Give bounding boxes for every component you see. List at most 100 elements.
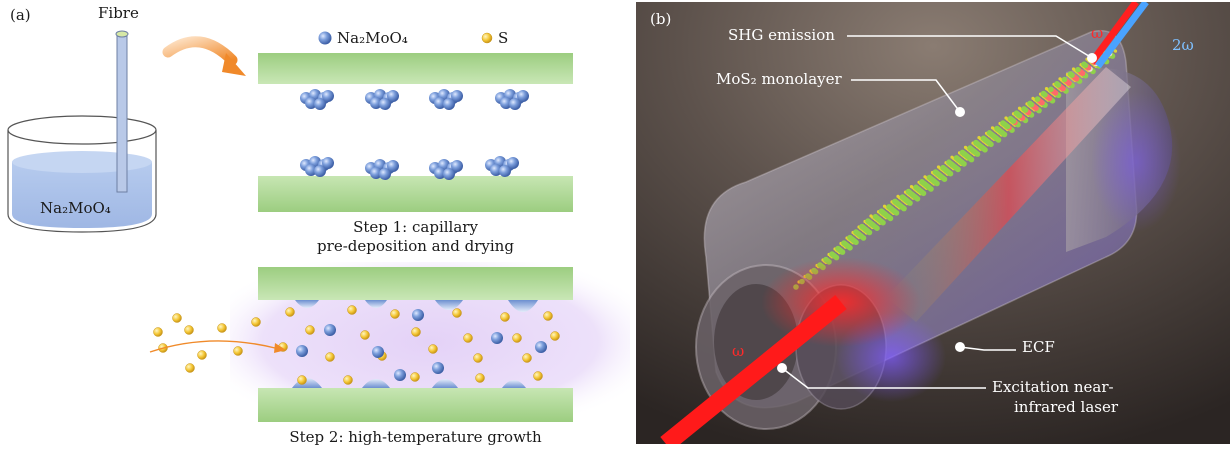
mos2-domain [508, 300, 538, 312]
na2moo4-particle [370, 167, 382, 179]
sulfur-particle [410, 372, 420, 382]
mos2-heat [886, 67, 1131, 322]
mo-atom [892, 198, 898, 205]
na2moo4-particle [491, 332, 503, 344]
mo-atom [1067, 71, 1074, 77]
step1-caption-line1: Step 1: capillary [353, 218, 478, 236]
laser-pointer [781, 367, 986, 389]
mo-atom [899, 194, 906, 200]
omega-top-label: ω [1091, 24, 1104, 42]
mo-atom [1061, 76, 1068, 83]
mo-atom [1027, 100, 1033, 107]
sulfur-particle [550, 331, 560, 341]
mos2-domain [432, 379, 458, 388]
mo-atom [829, 251, 835, 257]
na2moo4-particle [434, 167, 446, 179]
na2moo4-particle [509, 98, 521, 110]
na2moo4-particle [314, 98, 326, 110]
mo-atom [1040, 90, 1047, 97]
na2moo4-particle [432, 362, 444, 374]
panel-a-label: (a) [10, 6, 31, 24]
laser-dot [777, 363, 787, 373]
panel-a-illustration [7, 30, 630, 422]
mo-atom [1075, 66, 1081, 73]
na2moo4-particle [535, 341, 547, 353]
sulfur-particle [473, 353, 483, 363]
mo-atom [1013, 110, 1020, 116]
mo-atom [853, 229, 859, 235]
sulfur-particle [533, 371, 543, 381]
laser-beam [660, 295, 847, 444]
sulfur-particle [325, 352, 335, 362]
mo-atom [953, 155, 960, 161]
step2-particles [153, 305, 560, 385]
na2moo4-particle [322, 157, 334, 169]
output-beam-blue [1095, 2, 1149, 69]
mos2-pointer [851, 79, 961, 113]
na2moo4-particle [324, 324, 336, 336]
na2moo4-particle [305, 164, 317, 176]
step1-capillary [258, 53, 573, 212]
pointer-dots [777, 53, 1097, 373]
panel-a: (a) Fibre Na₂MoO₄ Na₂MoO₄ S Step 1: capi… [7, 4, 630, 446]
s-atom [936, 165, 941, 169]
mos2-domain [295, 300, 319, 308]
na2moo4-particle [499, 165, 511, 177]
na2moo4-particle [451, 160, 463, 172]
pointer-lines [781, 35, 1093, 389]
sulfur-particle [411, 327, 421, 337]
mos2-domain [362, 379, 390, 388]
s-atom [950, 155, 954, 159]
sulfur-particle [512, 333, 522, 343]
mo-atom [1021, 106, 1027, 112]
s-atom [1071, 67, 1076, 71]
step1-clusters [300, 89, 529, 180]
shg-pointer [847, 35, 1093, 59]
ecf-label: ECF [1022, 338, 1055, 356]
s-atom [1031, 96, 1035, 100]
step2-caption: Step 2: high-temperature growth [289, 428, 542, 446]
sulfur-particle [185, 363, 195, 373]
na2moo4-particle [507, 157, 519, 169]
s-atom [977, 136, 981, 140]
mo-atom [959, 149, 966, 156]
sulfur-particle [463, 333, 473, 343]
na2moo4-particle [394, 369, 406, 381]
purple-glow-right [1091, 92, 1181, 232]
mo-atom [946, 159, 952, 165]
na2moo4-particle [322, 90, 334, 102]
omega-bottom-label: ω [732, 342, 745, 360]
mo-atom [926, 174, 933, 181]
beaker-label: Na₂MoO₄ [40, 199, 111, 217]
mo-atom [835, 245, 841, 252]
panel-b-label: (b) [650, 10, 672, 28]
na2moo4-particle [490, 164, 502, 176]
sulfur-particle [390, 309, 400, 319]
mos2-domain [365, 300, 387, 308]
na2moo4-particle [412, 309, 424, 321]
sulfur-flow-arrow [149, 340, 276, 353]
sulfur-particle [305, 325, 315, 335]
mo-atom [872, 213, 879, 220]
s-atom [1044, 87, 1049, 91]
mo-atom [859, 223, 865, 230]
na2moo4-particle [451, 90, 463, 102]
mo-atom [886, 204, 892, 210]
s-atom [882, 204, 887, 208]
na2moo4-particle [370, 97, 382, 109]
process-arrow-head [222, 53, 246, 76]
mo-atom [932, 169, 939, 175]
mo-atom [1000, 120, 1006, 126]
laser-label-line2: infrared laser [1014, 398, 1119, 416]
laser-label-line1: Excitation near- [992, 378, 1114, 396]
mo-atom [841, 240, 847, 246]
s-atom [1017, 106, 1022, 110]
s-atom [1004, 116, 1008, 120]
na2moo4-particle [379, 98, 391, 110]
mo-atom [986, 130, 993, 136]
na2moo4-particle [434, 97, 446, 109]
sulfur-particle [197, 350, 207, 360]
fibre [115, 30, 129, 193]
na2moo4-particle [387, 90, 399, 102]
panel-b: (b) SHG emission MoS₂ monolayer ω 2ω ω E… [636, 2, 1230, 444]
